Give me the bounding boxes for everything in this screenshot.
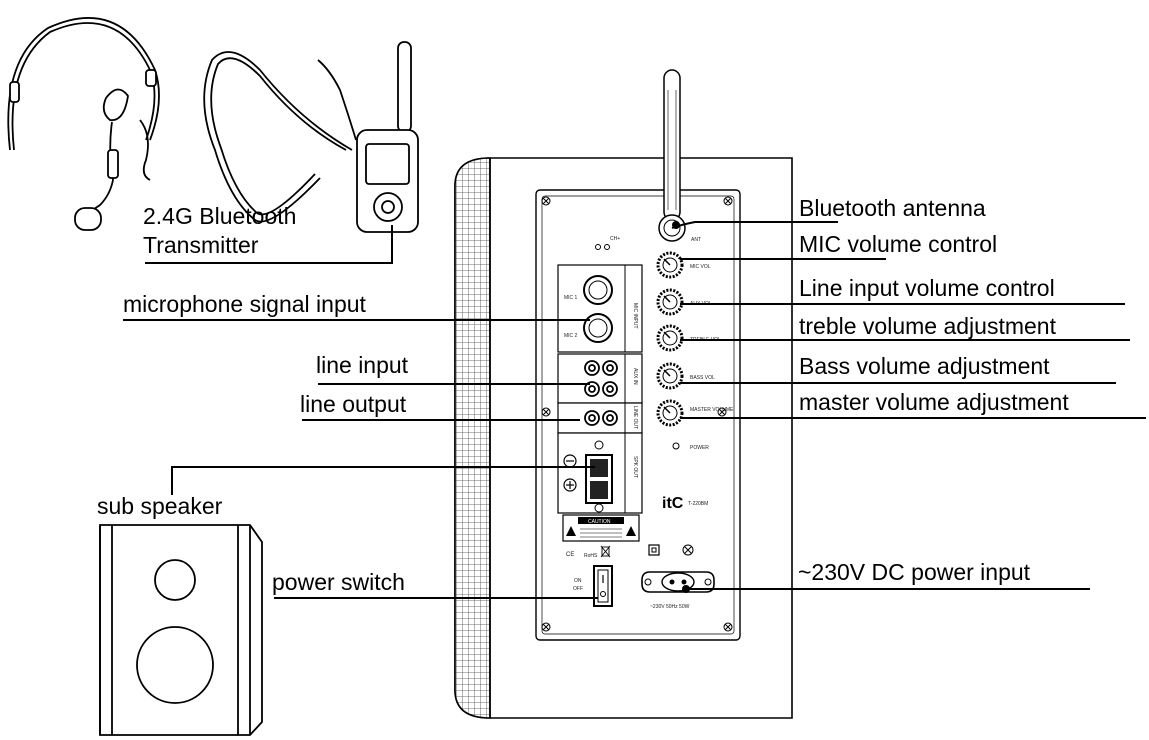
line-out-label: LINE OUT [632, 406, 638, 429]
power-inlet[interactable] [641, 571, 715, 593]
mic-vol-label: MIC VOL [690, 264, 711, 270]
power-rating-label: ~230V 50Hz 50W [650, 604, 690, 610]
callout-power-input: ~230V DC power input [798, 559, 1031, 585]
knob-mic-vol[interactable] [656, 251, 684, 279]
power-led [672, 442, 680, 450]
headset-microphone [7, 17, 160, 231]
fuse-icon [682, 544, 694, 556]
callout-transmitter-line1: 2.4G Bluetooth [143, 203, 296, 229]
panel-antenna [658, 69, 686, 242]
mic1-jack[interactable] [583, 275, 613, 305]
callout-leader-lines [123, 221, 1146, 599]
aux-in-block [557, 353, 643, 404]
rohs-mark: RoHS [584, 553, 598, 559]
callout-master: master volume adjustment [799, 389, 1069, 415]
double-insulation-icon [648, 544, 660, 556]
caution-text: CAUTION [588, 519, 611, 525]
speaker-grille [454, 157, 491, 719]
mic-input-label: MIC INPUT [632, 303, 638, 329]
knob-bass-vol[interactable] [656, 362, 684, 390]
callout-treble: treble volume adjustment [799, 313, 1057, 339]
callout-line-input: line input [316, 352, 409, 378]
knob-aux-vol[interactable] [656, 288, 684, 316]
ch-indicator [595, 244, 610, 250]
power-label: POWER [690, 445, 709, 451]
callout-line-input-volume: Line input volume control [799, 275, 1055, 301]
callout-sub-speaker: sub speaker [97, 493, 223, 519]
callout-bluetooth-antenna: Bluetooth antenna [799, 195, 986, 221]
caution-label-box [562, 514, 640, 542]
callout-power-switch: power switch [272, 569, 405, 595]
master-volume-label: MASTER VOLUME [690, 407, 734, 413]
panel-screws [541, 196, 733, 632]
ant-label: ANT [691, 237, 701, 243]
callout-mic-volume: MIC volume control [799, 231, 997, 257]
callout-transmitter-line2: Transmitter [143, 232, 259, 258]
line-out-jacks[interactable] [584, 410, 618, 426]
weee-icon [600, 545, 611, 558]
mic2-label: MIC 2 [564, 333, 578, 339]
mic1-label: MIC 1 [564, 295, 578, 301]
callout-bass: Bass volume adjustment [799, 353, 1050, 379]
callout-mic-signal-input: microphone signal input [123, 291, 367, 317]
aux-in-jacks[interactable] [584, 360, 618, 397]
switch-off-label: OFF [573, 586, 583, 592]
aux-in-label: AUX IN [632, 368, 638, 385]
bass-vol-label: BASS VOL [690, 375, 715, 381]
model-label: T-220BM [688, 501, 708, 507]
knob-master-volume[interactable] [656, 399, 684, 427]
callout-line-output: line output [300, 391, 407, 417]
ch-label: CH+ [610, 236, 620, 242]
bluetooth-transmitter [203, 41, 419, 233]
spk-out-label: SPK OUT [632, 456, 638, 478]
brand-logo: itC [662, 495, 684, 512]
speaker-terminal[interactable] [585, 440, 613, 513]
mic2-jack[interactable] [583, 313, 613, 343]
terminal-polarity-icons [563, 454, 577, 492]
power-switch[interactable] [593, 565, 613, 607]
sub-speaker [99, 524, 263, 736]
knob-treble-vol[interactable] [656, 324, 684, 352]
line-out-block [557, 402, 643, 434]
switch-on-label: ON [574, 578, 582, 584]
ce-mark: CE [566, 552, 574, 558]
